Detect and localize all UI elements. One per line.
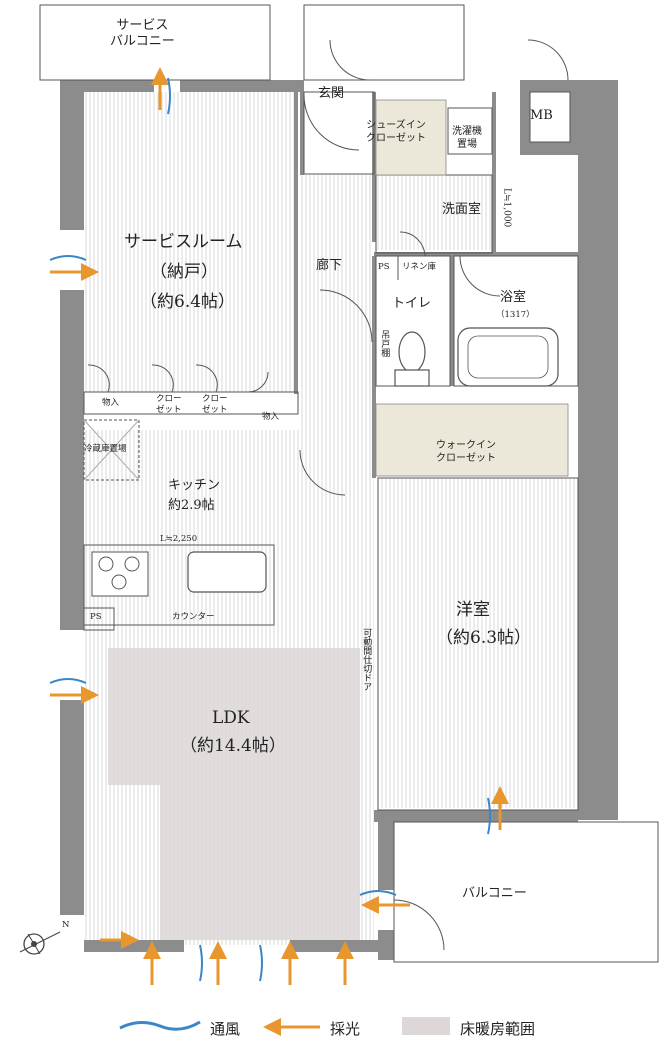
mb-box bbox=[529, 91, 571, 143]
washroom-label: 洗面室 bbox=[442, 202, 482, 217]
washing-machine-box bbox=[447, 107, 493, 155]
ventilation-marks bbox=[49, 77, 491, 982]
storage-left-label: 物入 bbox=[102, 398, 120, 408]
burner-icon bbox=[111, 574, 127, 590]
balcony-label: バルコニー bbox=[462, 886, 527, 901]
ldk-size-label: （約14.4帖） bbox=[180, 736, 286, 756]
kitchen-size-label: 約2.9帖 bbox=[168, 498, 215, 513]
ldk-name-label: LDK bbox=[212, 708, 250, 728]
genkan-label: 玄関 bbox=[318, 86, 345, 101]
service-room-type: （納戸） bbox=[150, 262, 218, 282]
walk-in-closet-label: ウォークイン クローゼット bbox=[436, 440, 496, 464]
mb-label: MB bbox=[530, 108, 553, 123]
corridor-floor bbox=[300, 175, 372, 475]
walk-in-closet-block bbox=[375, 403, 569, 477]
toilet-label: トイレ bbox=[392, 296, 432, 311]
legend-ventilation-icon bbox=[119, 1020, 201, 1031]
washroom-floor bbox=[375, 175, 495, 250]
kitchen-sink bbox=[187, 551, 267, 593]
service-room-floor bbox=[84, 92, 296, 392]
western-room-name: 洋室 bbox=[456, 600, 490, 620]
bathtub bbox=[457, 327, 559, 387]
corridor-label: 廊下 bbox=[316, 258, 343, 273]
burner-icon bbox=[124, 556, 140, 572]
toilet-tank bbox=[394, 369, 430, 387]
laundry-space-label: 洗濯機 置場 bbox=[452, 126, 482, 150]
service-balcony-label: サービス バルコニー bbox=[110, 18, 175, 50]
movable-door-label: 可動間仕切ドア bbox=[361, 628, 372, 691]
bathroom-size-label: （1317） bbox=[496, 310, 535, 320]
hanging-shelf-label: 吊戸棚 bbox=[379, 330, 390, 357]
shoes-closet-block bbox=[375, 99, 447, 176]
doors bbox=[87, 39, 569, 951]
legend-floor-heating-swatch bbox=[402, 1017, 450, 1035]
shoes-closet-label: シューズイン クローゼット bbox=[366, 120, 426, 144]
kitchen-name-label: キッチン bbox=[168, 478, 221, 493]
washroom-dim-label: L≒1,000 bbox=[501, 188, 512, 228]
service-room-name: サービスルーム bbox=[124, 232, 243, 252]
storage-right-label: 物入 bbox=[262, 412, 280, 422]
fridge-space-label: 冷蔵庫置場 bbox=[84, 444, 127, 454]
bathtub-inner bbox=[467, 335, 549, 379]
floor-heating-area bbox=[108, 648, 360, 940]
daylight-arrows bbox=[50, 67, 509, 985]
bathroom-label: 浴室 bbox=[500, 290, 527, 305]
compass bbox=[19, 931, 61, 955]
western-room-floor bbox=[378, 478, 578, 808]
burner-icon bbox=[98, 556, 114, 572]
service-room-size: （約6.4帖） bbox=[140, 292, 236, 312]
closet-b-label: クロー ゼット bbox=[202, 394, 228, 415]
counter-label: カウンター bbox=[172, 612, 215, 622]
legend-floor-heating-label: 床暖房範囲 bbox=[460, 1020, 536, 1038]
toilet-bowl bbox=[398, 331, 426, 373]
closet-a-label: クロー ゼット bbox=[156, 394, 182, 415]
ps-upper-label: PS bbox=[378, 262, 390, 272]
linen-label: リネン庫 bbox=[402, 262, 437, 272]
fridge-cross bbox=[83, 419, 140, 481]
ps-lower-label: PS bbox=[90, 612, 102, 622]
legend-ventilation-label: 通風 bbox=[210, 1020, 241, 1038]
counter-dim-label: L≒2,250 bbox=[160, 534, 198, 544]
western-room-size: （約6.3帖） bbox=[436, 628, 532, 648]
compass-north-label: N bbox=[62, 920, 70, 930]
legend-daylight-label: 採光 bbox=[330, 1020, 361, 1038]
